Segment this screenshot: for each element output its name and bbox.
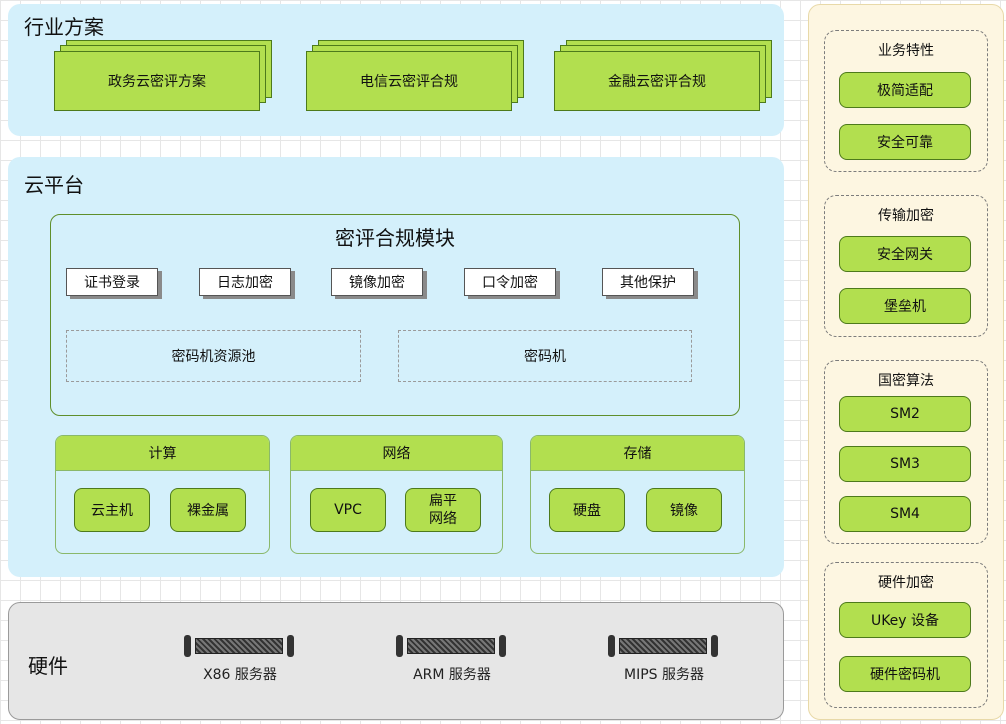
item-simple-adapt[interactable]: 极简适配 — [839, 72, 971, 108]
group-compute-title: 计算 — [56, 436, 269, 471]
item-sm3[interactable]: SM3 — [839, 446, 971, 482]
item-disk[interactable]: 硬盘 — [549, 488, 625, 532]
cloud-title: 云平台 — [24, 173, 84, 197]
solution-card-finance[interactable]: 金融云密评合规 — [554, 51, 760, 111]
tag-password-encrypt[interactable]: 口令加密 — [464, 268, 556, 296]
crypto-resource-pool[interactable]: 密码机资源池 — [66, 330, 361, 382]
group-compute: 计算 — [55, 435, 270, 554]
feature-hardware-title: 硬件加密 — [878, 575, 934, 591]
item-vpc[interactable]: VPC — [310, 488, 386, 532]
compliance-module — [50, 214, 740, 416]
feature-hardware-crypto — [824, 562, 988, 708]
group-storage-title: 存储 — [531, 436, 744, 471]
group-network-title: 网络 — [291, 436, 502, 471]
tag-other-protect[interactable]: 其他保护 — [602, 268, 694, 296]
crypto-machine[interactable]: 密码机 — [398, 330, 692, 382]
feature-sm-title: 国密算法 — [878, 373, 934, 389]
module-title: 密评合规模块 — [335, 226, 455, 250]
feature-business — [824, 30, 988, 172]
item-ukey-device[interactable]: UKey 设备 — [839, 602, 971, 638]
item-hardware-crypto-machine[interactable]: 硬件密码机 — [839, 656, 971, 692]
server-x86-label: X86 服务器 — [203, 667, 277, 683]
feature-transport — [824, 195, 988, 337]
item-bastion-host[interactable]: 堡垒机 — [839, 288, 971, 324]
item-security-gateway[interactable]: 安全网关 — [839, 236, 971, 272]
solution-card-telecom[interactable]: 电信云密评合规 — [306, 51, 512, 111]
server-icon — [184, 635, 294, 657]
item-flat-network[interactable]: 扁平 网络 — [405, 488, 481, 532]
server-mips-label: MIPS 服务器 — [624, 667, 704, 683]
server-icon — [396, 635, 506, 657]
hardware-title: 硬件 — [28, 654, 68, 678]
item-bare-metal[interactable]: 裸金属 — [170, 488, 246, 532]
industry-title: 行业方案 — [24, 15, 104, 39]
feature-business-title: 业务特性 — [878, 43, 934, 59]
tag-image-encrypt[interactable]: 镜像加密 — [331, 268, 423, 296]
server-arm-label: ARM 服务器 — [413, 667, 491, 683]
server-icon — [608, 635, 718, 657]
feature-transport-title: 传输加密 — [878, 208, 934, 224]
group-storage: 存储 — [530, 435, 745, 554]
item-secure-reliable[interactable]: 安全可靠 — [839, 124, 971, 160]
feature-column — [808, 4, 1004, 720]
feature-sm-algorithms — [824, 360, 988, 544]
group-network: 网络 — [290, 435, 503, 554]
item-image[interactable]: 镜像 — [646, 488, 722, 532]
tag-log-encrypt[interactable]: 日志加密 — [199, 268, 291, 296]
tag-cert-login[interactable]: 证书登录 — [66, 268, 158, 296]
hardware-panel — [8, 602, 784, 720]
item-sm2[interactable]: SM2 — [839, 396, 971, 432]
item-sm4[interactable]: SM4 — [839, 496, 971, 532]
item-cloud-host[interactable]: 云主机 — [74, 488, 150, 532]
solution-card-gov[interactable]: 政务云密评方案 — [54, 51, 260, 111]
